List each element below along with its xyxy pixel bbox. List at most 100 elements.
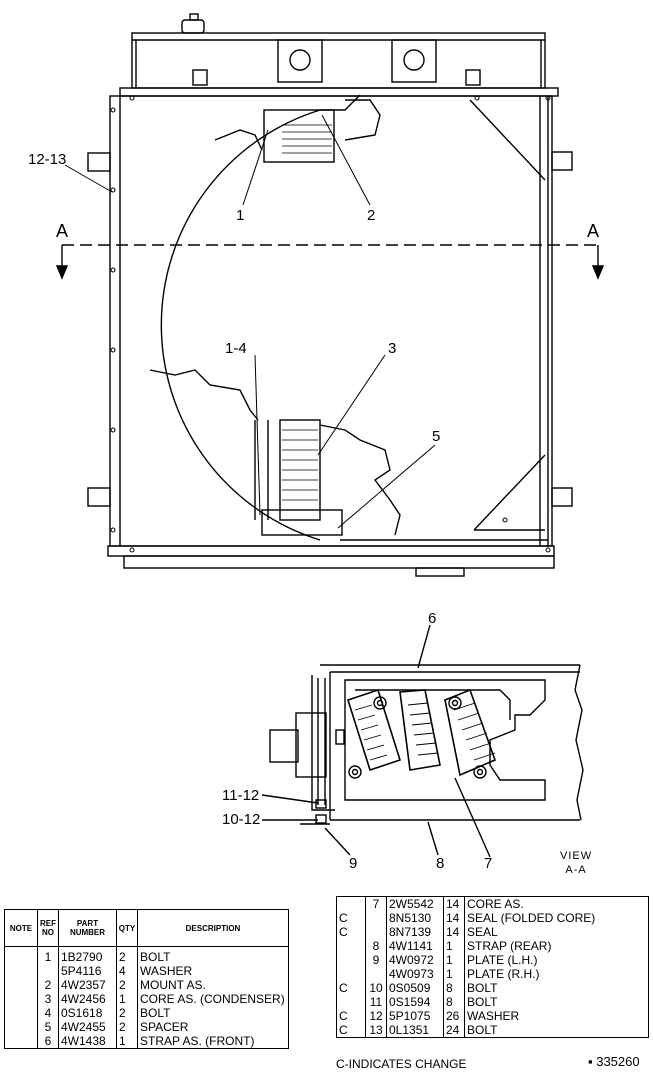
cell-ref: 7 (365, 896, 387, 911)
cell-desc: BOLT (464, 1023, 649, 1038)
view-label: VIEW A-A (560, 849, 592, 877)
cell-desc: BOLT (137, 1006, 289, 1020)
cell-qty: 1 (443, 953, 465, 967)
table-row: C 8N7139 14 SEAL (336, 925, 649, 939)
cell-desc: STRAP AS. (FRONT) (137, 1034, 289, 1049)
callout-12-13: 12-13 (28, 151, 66, 168)
cell-note (336, 896, 366, 911)
cell-desc: CORE AS. (CONDENSER) (137, 992, 289, 1006)
cell-qty: 4 (116, 964, 138, 978)
callout-2: 2 (367, 207, 375, 224)
cell-part: 0S0509 (386, 981, 444, 995)
parts-table-left: NOTE REF NO PART NUMBER QTY DESCRIPTION … (4, 909, 289, 1049)
cell-ref (365, 925, 387, 939)
cell-ref: 2 (37, 978, 59, 992)
drawing-number: ▪ 335260 (588, 1054, 640, 1069)
view-label-line2: A-A (565, 864, 587, 876)
cell-note: C (336, 925, 366, 939)
cell-part: 0L1351 (386, 1023, 444, 1038)
cell-part: 4W2357 (58, 978, 117, 992)
callout-11-12: 11-12 (222, 787, 259, 804)
cell-note (4, 964, 38, 978)
callout-1-4: 1-4 (225, 340, 247, 357)
header-description: DESCRIPTION (137, 909, 289, 947)
view-label-line1: VIEW (560, 850, 593, 862)
cell-ref (37, 964, 59, 978)
cell-desc: WASHER (464, 1009, 649, 1023)
cell-qty: 14 (443, 896, 465, 911)
cell-qty: 24 (443, 1023, 465, 1038)
cell-part: 0S1594 (386, 995, 444, 1009)
table-row: 5 4W2455 2 SPACER (4, 1020, 289, 1034)
callout-7: 7 (484, 855, 492, 872)
table-row: C 12 5P1075 26 WASHER (336, 1009, 649, 1023)
cell-ref: 6 (37, 1034, 59, 1049)
header-note: NOTE (4, 909, 38, 947)
cell-part: 8N5130 (386, 911, 444, 925)
cell-qty: 2 (116, 1006, 138, 1020)
callout-5: 5 (432, 428, 440, 445)
cell-desc: MOUNT AS. (137, 978, 289, 992)
cell-qty: 8 (443, 981, 465, 995)
callout-3: 3 (388, 340, 396, 357)
cell-qty: 14 (443, 925, 465, 939)
cell-note (336, 953, 366, 967)
shroud-cutaway (149, 94, 401, 541)
cell-desc: PLATE (R.H.) (464, 967, 649, 981)
table-row: 4W0973 1 PLATE (R.H.) (336, 967, 649, 981)
view-a-a-detail (261, 624, 584, 858)
cell-note: C (336, 1009, 366, 1023)
cell-note (4, 1034, 38, 1049)
cell-desc: STRAP (REAR) (464, 939, 649, 953)
cell-qty: 2 (116, 978, 138, 992)
cell-part: 4W0972 (386, 953, 444, 967)
cell-part: 4W1438 (58, 1034, 117, 1049)
cell-part: 4W1141 (386, 939, 444, 953)
cell-desc: SPACER (137, 1020, 289, 1034)
callout-1: 1 (236, 207, 244, 224)
table-row: 2 4W2357 2 MOUNT AS. (4, 978, 289, 992)
table-row: 1 1B2790 2 BOLT (4, 946, 289, 964)
cell-desc: WASHER (137, 964, 289, 978)
cell-ref: 11 (365, 995, 387, 1009)
cell-qty: 1 (116, 992, 138, 1006)
cell-part: 4W2456 (58, 992, 117, 1006)
cell-note: C (336, 981, 366, 995)
cell-ref: 13 (365, 1023, 387, 1038)
section-label-left: A (56, 221, 68, 241)
leader-lines (64, 114, 436, 529)
cell-qty: 1 (116, 1034, 138, 1049)
radiator-frame (87, 95, 573, 577)
callout-9: 9 (349, 855, 357, 872)
cell-qty: 2 (116, 1020, 138, 1034)
cell-ref (365, 967, 387, 981)
cell-qty: 14 (443, 911, 465, 925)
cell-desc: PLATE (L.H.) (464, 953, 649, 967)
cell-desc: BOLT (464, 981, 649, 995)
bolt-holes (110, 95, 551, 553)
cell-note (4, 1020, 38, 1034)
cell-note (4, 992, 38, 1006)
cell-ref: 5 (37, 1020, 59, 1034)
section-line-a-a (55, 244, 605, 280)
cell-ref: 1 (37, 946, 59, 964)
table-row: 4 0S1618 2 BOLT (4, 1006, 289, 1020)
table-row: 7 2W5542 14 CORE AS. (336, 896, 649, 911)
parts-table-right: 7 2W5542 14 CORE AS. C 8N5130 14 SEAL (F… (336, 896, 649, 1038)
core-fins (282, 124, 332, 511)
cell-desc: SEAL (464, 925, 649, 939)
header-qty: QTY (116, 909, 138, 947)
table-row: 9 4W0972 1 PLATE (L.H.) (336, 953, 649, 967)
table-row: 5P4116 4 WASHER (4, 964, 289, 978)
header-ref: REF NO (37, 909, 59, 947)
cell-qty: 1 (443, 939, 465, 953)
cell-desc: BOLT (464, 995, 649, 1009)
cell-desc: BOLT (137, 946, 289, 964)
cell-note: C (336, 1023, 366, 1038)
cell-note (336, 967, 366, 981)
cell-note (336, 939, 366, 953)
cell-qty: 2 (116, 946, 138, 964)
callout-6: 6 (428, 610, 436, 627)
cell-desc: SEAL (FOLDED CORE) (464, 911, 649, 925)
